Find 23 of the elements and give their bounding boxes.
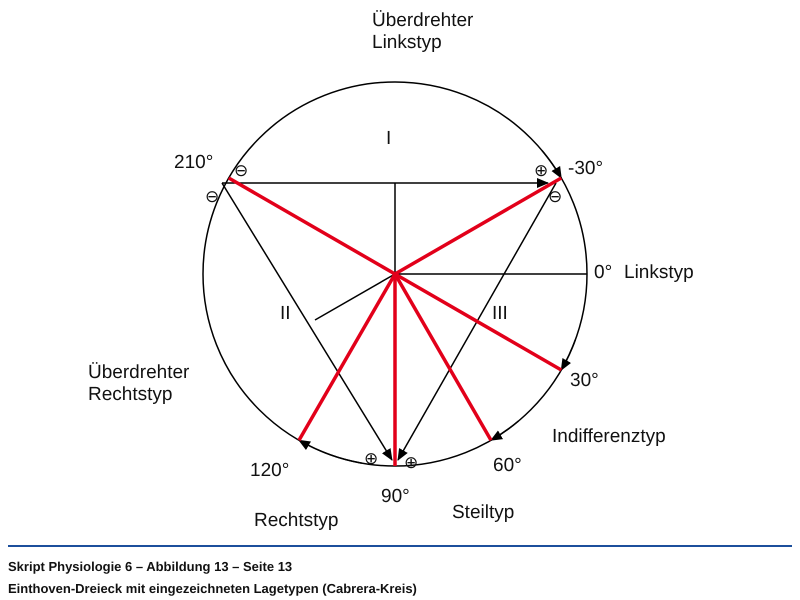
lead-label: I (386, 128, 392, 150)
axis-label: Steiltyp (452, 502, 514, 524)
axis-label: -30° (568, 158, 604, 180)
axis-label: Überdrehter Rechtstyp (88, 362, 190, 406)
footer-text: Skript Physiologie 6 – Abbildung 13 – Seite 13 (8, 558, 292, 576)
pole-sign: ⊕ (534, 160, 548, 182)
axis-label: Überdrehter Linkstyp (372, 10, 474, 54)
pole-sign: ⊖ (234, 160, 248, 182)
caption: Einthoven-Dreieck mit eingezeichneten Lagetypen (Cabrera-Kreis) (8, 580, 417, 598)
axis-label: 0° (594, 262, 612, 284)
axis-label: 120° (250, 460, 290, 482)
lead-label: II (280, 303, 291, 325)
axis-label: 90° (381, 486, 410, 508)
axis-label: Indifferenztyp (552, 426, 666, 448)
pole-sign: ⊖ (548, 186, 562, 208)
axis-label: 30° (570, 370, 599, 392)
lead-label: III (492, 303, 508, 325)
axis-label: 210° (174, 152, 214, 174)
pole-sign: ⊕ (364, 448, 378, 470)
axis-label: Linkstyp (624, 262, 694, 284)
axis-label: 60° (493, 455, 522, 477)
pole-sign: ⊖ (205, 186, 219, 208)
axis-label: Rechtstyp (254, 510, 338, 532)
